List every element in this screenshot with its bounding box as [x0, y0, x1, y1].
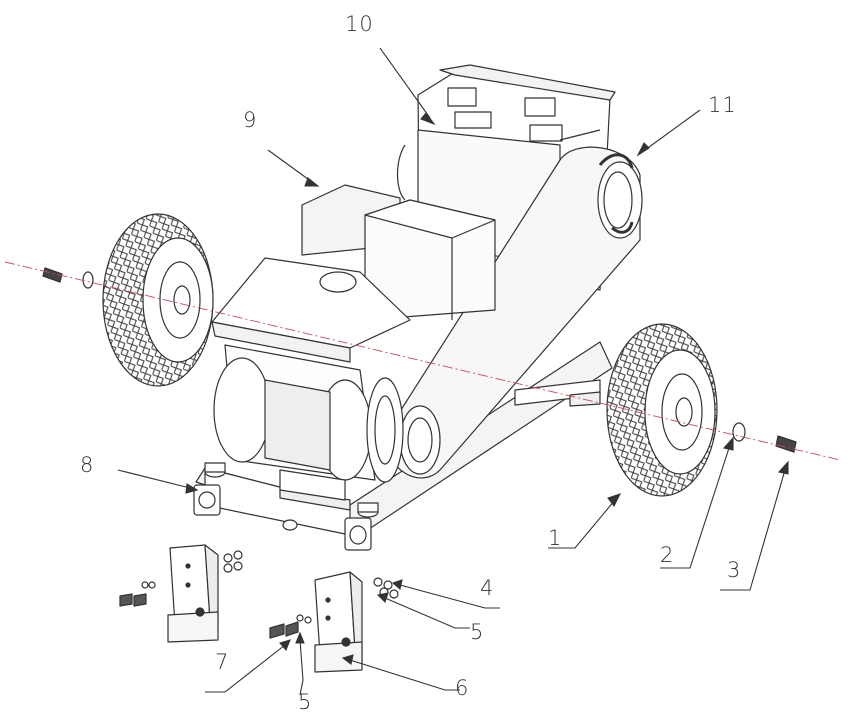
leader-lines: [117, 47, 789, 696]
callout-8: 8: [80, 453, 95, 477]
callout-4: 4: [480, 576, 495, 600]
leg-bracket-left: [119, 544, 243, 643]
wheel-right: [606, 323, 718, 497]
leg-bracket-right: [269, 571, 399, 673]
callout-7: 7: [215, 650, 230, 674]
callout-3: 3: [727, 558, 742, 582]
callout-6: 6: [455, 676, 470, 700]
axle-shaft: [514, 379, 601, 407]
callout-11: 11: [708, 93, 737, 117]
callout-2: 2: [660, 543, 675, 567]
axle-washer-right: [732, 422, 746, 442]
belt-guard: [384, 146, 643, 479]
callout-10: 10: [345, 12, 374, 36]
engine-housing: [211, 184, 496, 501]
axle-centerline: [4, 261, 841, 461]
base-frame: [193, 341, 613, 551]
callout-1: 1: [548, 526, 563, 550]
wheel-left: [102, 213, 214, 387]
axle-bolt-right: [775, 435, 797, 453]
axle-bolt-left: [42, 267, 94, 289]
callout-5a: 5: [470, 620, 485, 644]
callout-9: 9: [243, 108, 258, 132]
callout-5b: 5: [298, 690, 313, 714]
